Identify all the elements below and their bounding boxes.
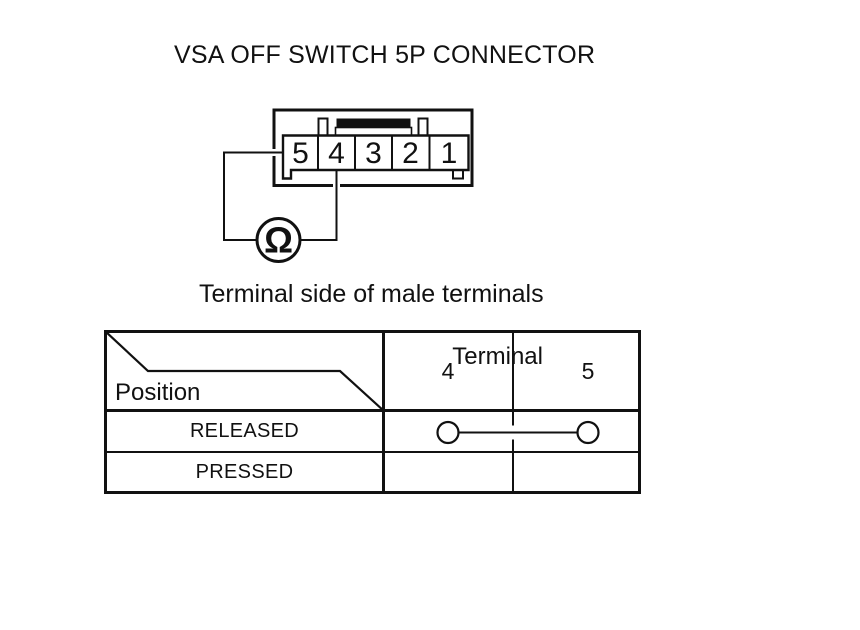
page-title: VSA OFF SWITCH 5P CONNECTOR [174, 41, 596, 69]
pin-block [281, 134, 470, 180]
keying-tab-left [317, 117, 329, 137]
corner-diagonal [107, 333, 383, 410]
wire-terminal-5 [223, 151, 283, 241]
position-column-divider [382, 333, 385, 491]
continuity-table: Terminal Position 4 5 RELEASED PRESSED [104, 330, 641, 494]
column-header-4: 4 [441, 357, 455, 384]
column-header-5: 5 [581, 357, 595, 384]
terminal-side-caption: Terminal side of male terminals [199, 280, 544, 308]
pin-dividers [317, 135, 431, 170]
test-lead-wires [220, 149, 340, 244]
connector-outer-housing [272, 108, 474, 187]
header-divider-line [107, 409, 638, 412]
row-divider-line [107, 451, 638, 453]
ohmmeter-symbol: Ω [264, 220, 293, 261]
lock-bar-base [334, 126, 413, 137]
pin-label-1: 1 [441, 137, 458, 170]
pin-label-3: 3 [365, 137, 382, 170]
corner-label-terminal: Terminal [452, 343, 543, 370]
row-label-pressed: PRESSED [195, 460, 294, 483]
pin-block-right-foot [452, 170, 464, 180]
row-label-released: RELEASED [189, 420, 300, 442]
corner-label-position: Position [115, 379, 201, 406]
terminal-column-divider [512, 333, 514, 491]
pin-label-2: 2 [402, 137, 419, 170]
wire-terminal-4 [301, 170, 338, 241]
pin-label-4: 4 [328, 137, 345, 170]
pin-label-5: 5 [292, 137, 309, 170]
keying-tab-right [417, 117, 429, 137]
continuity-symbol [436, 420, 600, 445]
ohmmeter-circle [255, 217, 302, 263]
lock-bar [336, 118, 411, 128]
